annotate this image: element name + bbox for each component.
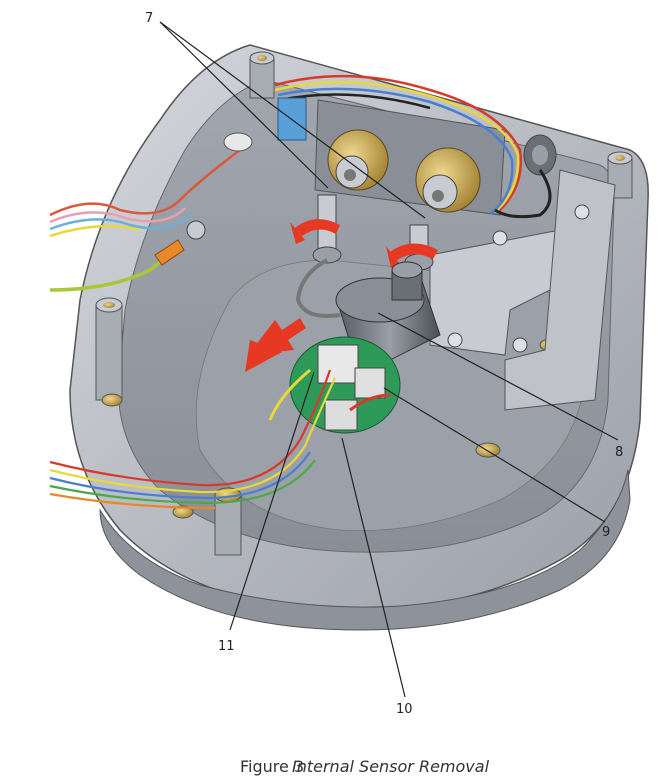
ring-terminal	[154, 220, 206, 266]
post-left	[95, 297, 123, 407]
bracket-screws	[447, 204, 590, 353]
mounting-bracket	[429, 169, 616, 411]
figure-title: Internal Sensor Removal	[292, 757, 490, 776]
rotate-arrow-icon-left	[290, 219, 340, 244]
callout-leaders	[159, 21, 619, 698]
gland-left	[327, 129, 389, 191]
cable-glands	[314, 99, 557, 216]
terminal-block	[277, 97, 307, 141]
top-wiring	[274, 74, 552, 219]
post-top-right	[607, 151, 633, 199]
callout-10: 10	[396, 702, 413, 717]
left-cable-clip	[223, 132, 253, 152]
mounting-posts	[95, 51, 633, 556]
figure-number: Figure 3	[240, 757, 305, 776]
callout-8: 8	[615, 445, 623, 460]
gland-small	[523, 134, 557, 176]
bottom-wire-bundle	[49, 368, 391, 510]
rotate-arrow-icon-right	[386, 243, 438, 268]
callout-9: 9	[602, 525, 610, 540]
figure-caption: Figure 3 Internal Sensor Removal	[0, 757, 667, 781]
callout-7: 7	[145, 11, 153, 26]
callout-11: 11	[218, 639, 235, 654]
gland-right	[415, 147, 481, 213]
pull-arrow-icon	[245, 318, 306, 372]
sensor-pcb	[289, 336, 401, 434]
